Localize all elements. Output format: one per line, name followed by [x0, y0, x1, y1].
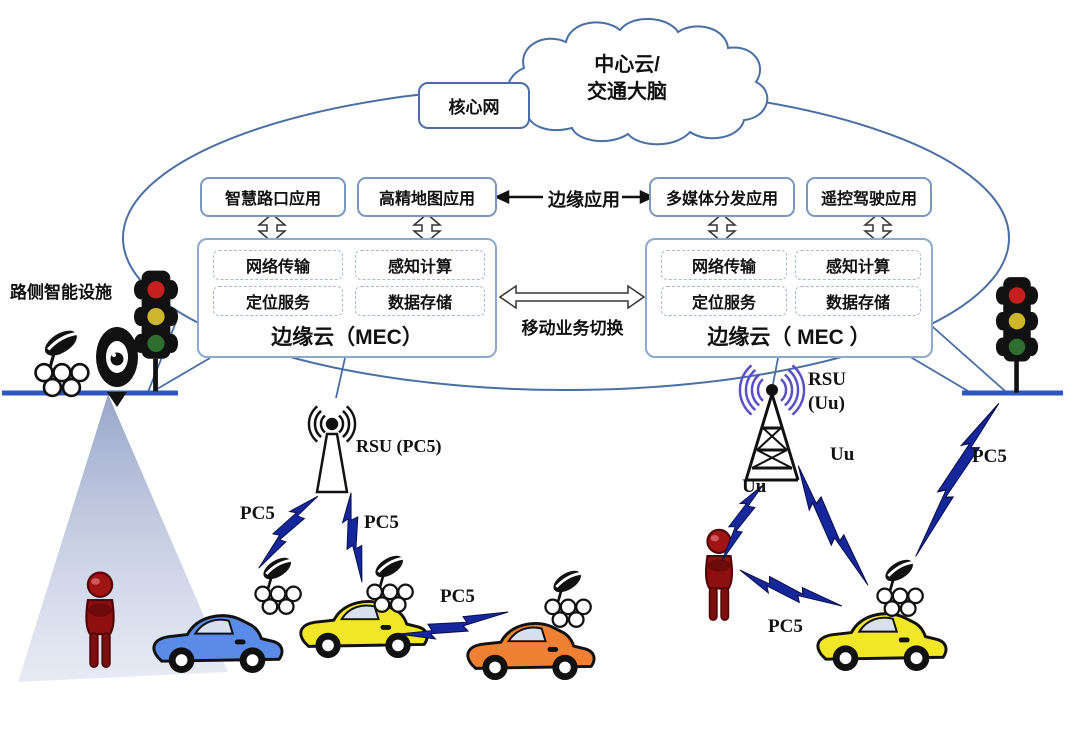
link-label-uu-car: Uu — [830, 444, 855, 465]
central-cloud-label: 中心云/ 交通大脑 — [538, 52, 716, 106]
mec-service: 定位服务 — [213, 286, 343, 316]
edge-app-label: 边缘应用 — [548, 190, 620, 210]
lightning-bolt-icon-pc5-traffic-light — [907, 395, 1002, 562]
lightning-bolt-icon-pc5-ped-car — [735, 567, 845, 615]
link-label-pc5-ped-car: PC5 — [768, 616, 803, 637]
mec-service: 感知计算 — [795, 250, 921, 280]
vehicle-antenna-icon — [544, 565, 593, 629]
link-label-pc5-traffic-light: PC5 — [972, 446, 1007, 467]
link-label-pc5-between-cars: PC5 — [440, 586, 475, 607]
mec-service: 网络传输 — [213, 250, 343, 280]
traffic-light-icon — [995, 277, 1039, 393]
mec-handover-arrow — [498, 284, 646, 310]
cloud-line1: 中心云/ — [594, 54, 660, 76]
traffic-light-icon — [133, 270, 179, 392]
cell-tower-icon — [738, 364, 806, 482]
app-box-remote-driving: 遥控驾驶应用 — [806, 177, 932, 217]
mec-title-left: 边缘云（MEC） — [271, 326, 423, 349]
car-yellow-left-icon — [299, 600, 429, 660]
rsu-pc5-label: RSU (PC5) — [356, 436, 442, 456]
mec-box-left: 网络传输 感知计算 定位服务 数据存储 边缘云（MEC） — [197, 238, 497, 358]
link-label-pc5-yellow-car: PC5 — [364, 512, 399, 533]
lightning-bolt-icon-uu-car — [784, 464, 877, 591]
mec-box-right: 网络传输 感知计算 定位服务 数据存储 边缘云（ MEC ） — [645, 238, 933, 358]
central-cloud-shape — [506, 17, 769, 146]
link-label-pc5-blue-car: PC5 — [240, 503, 275, 524]
car-yellow-right-icon — [816, 612, 948, 673]
link-label-uu-pedestrian: Uu — [742, 476, 767, 497]
app-box-hd-map: 高精地图应用 — [357, 177, 497, 217]
vehicle-antenna-icon — [366, 550, 415, 614]
cloud-line2: 交通大脑 — [587, 81, 667, 103]
edge-app-arrows — [493, 190, 656, 204]
rsu-uu-line2: (Uu) — [808, 392, 845, 414]
handover-label: 移动业务切换 — [521, 319, 624, 338]
app-box-multimedia: 多媒体分发应用 — [649, 177, 795, 217]
rsu-uu-line1: RSU — [808, 369, 847, 390]
mec-service: 数据存储 — [795, 286, 921, 316]
roadside-facilities-label: 路侧智能设施 — [10, 283, 112, 302]
camera-icon — [96, 327, 138, 407]
rsu-uu-label: RSU (Uu) — [808, 368, 868, 416]
satellite-dish-icon — [33, 323, 91, 398]
mec-service: 数据存储 — [355, 286, 485, 316]
lightning-bolt-icon-pc5-yellow-car — [335, 491, 372, 585]
car-orange-icon — [466, 622, 596, 682]
mec-service: 感知计算 — [355, 250, 485, 280]
rsu-antenna-icon — [307, 405, 357, 494]
app-box-smart-intersection: 智慧路口应用 — [200, 177, 346, 217]
camera-view-cone — [18, 394, 228, 682]
vehicle-antenna-icon — [876, 554, 925, 618]
mec-title-right: 边缘云（ MEC ） — [707, 326, 871, 349]
core-network-box: 核心网 — [418, 82, 530, 129]
mec-service: 定位服务 — [661, 286, 787, 316]
mec-service: 网络传输 — [661, 250, 787, 280]
pedestrian-icon — [704, 528, 734, 622]
